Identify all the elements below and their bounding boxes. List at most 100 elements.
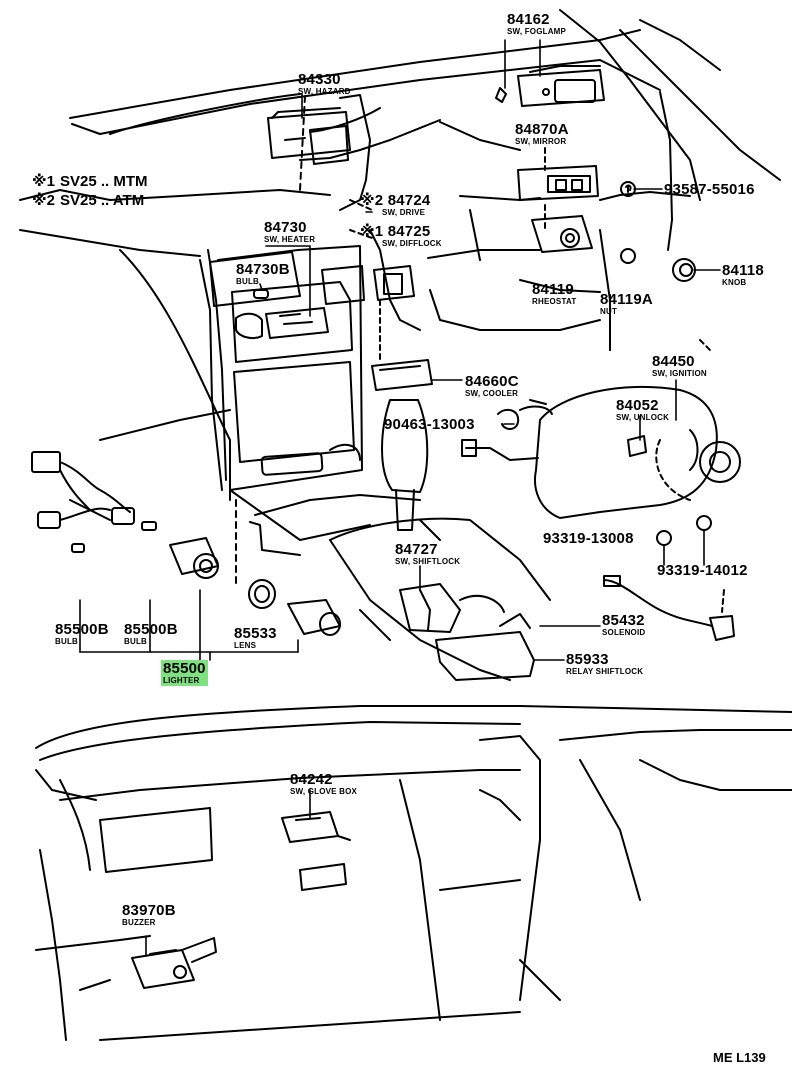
part-number: 84725 [387,223,431,240]
glovebox-outline [35,705,792,1041]
part-label-93319-14012[interactable]: 93319-14012 [657,563,748,578]
part-desc: SW, HAZARD [298,87,351,96]
part-label-85432[interactable]: 85432 SOLENOID [602,613,645,637]
part-desc: RELAY SHIFTLOCK [566,667,644,676]
part-number: 84870A [515,121,569,138]
part-label-84870A[interactable]: 84870A SW, MIRROR [515,122,569,146]
screw-93319-13008 [656,530,672,546]
legend-row-1: ※1 SV25 .. MTM [32,172,148,191]
part-desc: SW, DRIVE [382,208,426,217]
lighter-knob [287,599,341,636]
part-label-84052[interactable]: 84052 SW, UNLOCK [616,398,669,422]
shiftlock-switch [399,583,505,633]
part-desc: SW, IGNITION [652,369,707,378]
part-desc: SW, UNLOCK [616,413,670,422]
heater-bulb [253,289,269,299]
part-label-93319-13008[interactable]: 93319-13008 [543,531,634,546]
part-number: 85432 [602,612,645,629]
part-number: 93319-13008 [543,530,634,547]
leader-lines [259,39,721,661]
solenoid [603,575,735,641]
screw-93319-14012 [696,515,712,531]
shiftlock-relay [435,613,535,681]
unlock-switch [627,435,647,457]
rheostat [531,215,593,253]
glovebox-switch [281,789,351,843]
part-label-85500B-2[interactable]: 85500B BULB [124,622,178,646]
part-number: 90463-13003 [384,416,475,433]
part-number: 84724 [387,192,431,209]
part-desc: RHEOSTAT [532,297,577,306]
part-number: 84119A [600,291,653,308]
part-desc: BULB [236,277,260,286]
part-number: 84052 [616,397,659,414]
lighter-bracket [79,589,299,661]
part-label-84727[interactable]: 84727 SW, SHIFTLOCK [395,542,460,566]
part-label-84730[interactable]: 84730 SW, HEATER [264,220,315,244]
part-desc: SW, MIRROR [515,137,567,146]
part-label-84450[interactable]: 84450 SW, IGNITION [652,354,707,378]
part-desc: SW, COOLER [465,389,519,398]
part-label-93587-55016[interactable]: 93587-55016 [664,182,755,197]
part-label-85500-highlighted[interactable]: 85500 LIGHTER [161,660,208,686]
dashboard-outline [19,9,781,681]
lighter-lens [248,579,276,609]
part-number: 84330 [298,71,341,88]
legend-mark-1: ※1 [32,173,55,190]
heater-switch [235,307,329,339]
part-desc: SW, HEATER [264,235,316,244]
legend-text-2: SV25 .. ATM [60,192,145,209]
part-number: 84730B [236,261,290,278]
part-number: 83970B [122,902,176,919]
part-desc: BUZZER [122,918,156,927]
legend-mark-2: ※2 [32,192,55,209]
part-label-84725[interactable]: ※1 84725 SW, DIFFLOCK [360,224,442,248]
part-number: 93319-14012 [657,562,748,579]
part-label-85533[interactable]: 85533 LENS [234,626,277,650]
part-number: 85500 [163,660,206,677]
part-number: 84162 [507,11,550,28]
part-label-84162[interactable]: 84162 SW, FOGLAMP [507,12,566,36]
part-desc: SW, DIFFLOCK [382,239,442,248]
part-label-84119[interactable]: 84119 RHEOSTAT [532,282,576,306]
part-desc: SW, FOGLAMP [507,27,567,36]
part-desc: BULB [124,637,148,646]
variant-mark: ※1 [360,223,384,240]
clip-90463 [497,408,520,430]
part-desc: SOLENOID [602,628,646,637]
part-label-84730B[interactable]: 84730B BULB [236,262,290,286]
buzzer [131,935,217,989]
part-number: 84242 [290,771,333,788]
part-desc: LENS [234,641,257,650]
part-label-84660C[interactable]: 84660C SW, COOLER [465,374,519,398]
part-label-84118[interactable]: 84118 KNOB [722,263,764,287]
part-label-85500B-1[interactable]: 85500B BULB [55,622,109,646]
part-number: 85500B [124,621,178,638]
part-number: 84119 [532,281,574,298]
part-label-90463-13003[interactable]: 90463-13003 [384,417,475,432]
diagram-code: ME L139 [713,1050,766,1065]
part-desc: SW, SHIFTLOCK [395,557,461,566]
part-label-84330[interactable]: 84330 SW, HAZARD [298,72,351,96]
variant-legend: ※1 SV25 .. MTM ※2 SV25 .. ATM [32,172,148,210]
knob [672,258,696,282]
lighter-harness [31,451,157,553]
part-label-84119A[interactable]: 84119A NUT [600,292,653,316]
part-desc: LIGHTER [163,676,200,685]
hazard-switch [267,107,351,165]
part-desc: KNOB [722,278,747,287]
part-number: 84727 [395,541,438,558]
part-label-83970B[interactable]: 83970B BUZZER [122,903,176,927]
part-desc: SW, GLOVE BOX [290,787,358,796]
nut [620,248,636,264]
part-label-84242[interactable]: 84242 SW, GLOVE BOX [290,772,357,796]
drive-difflock-switches [373,265,415,301]
ignition-switch [461,385,741,519]
part-label-85933[interactable]: 85933 RELAY SHIFTLOCK [566,652,643,676]
part-number: 85933 [566,651,609,668]
legend-text-1: SV25 .. MTM [60,173,148,190]
part-label-84724[interactable]: ※2 84724 SW, DRIVE [360,193,430,217]
part-number: 85500B [55,621,109,638]
part-number: 84730 [264,219,307,236]
